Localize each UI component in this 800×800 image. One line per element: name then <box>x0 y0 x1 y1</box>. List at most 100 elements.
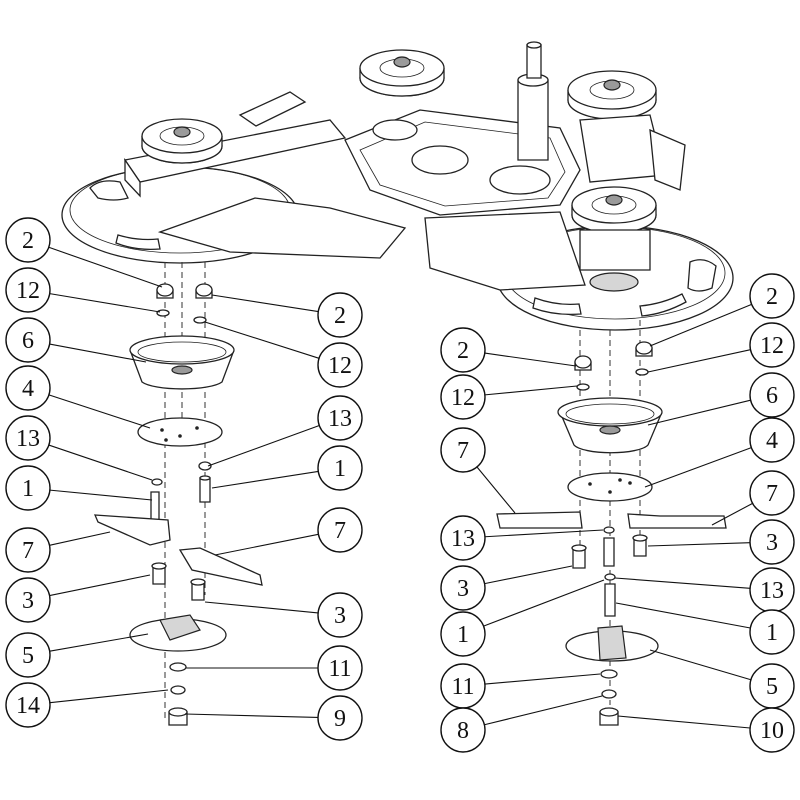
callout-number: 14 <box>16 693 40 719</box>
callout-11: 11 <box>186 645 363 691</box>
left-washer-13a <box>151 478 163 486</box>
left-mounting-plate <box>137 417 223 447</box>
callout-circle <box>317 507 363 553</box>
callout-leader-line <box>204 601 319 614</box>
callout-2: 2 <box>5 217 163 288</box>
right-parts-stack <box>496 341 727 726</box>
callout-number: 13 <box>16 426 40 452</box>
right-washer-11 <box>600 669 618 679</box>
callout-7: 7 <box>5 527 111 573</box>
callout-number: 6 <box>766 383 778 409</box>
callout-4: 4 <box>5 365 151 429</box>
callout-number: 13 <box>760 578 784 604</box>
callout-circle <box>317 592 363 638</box>
callout-number: 4 <box>766 428 778 454</box>
mower-deck-assembly <box>61 41 734 331</box>
callout-circle <box>317 342 363 388</box>
callout-leader-line <box>647 399 751 426</box>
deck-frame-bar <box>123 91 347 198</box>
callout-leader-line <box>48 246 163 288</box>
callout-number: 12 <box>760 333 784 359</box>
callout-leader-line <box>484 385 578 396</box>
callout-circle <box>5 577 51 623</box>
right-pulley <box>571 186 657 292</box>
callout-7: 7 <box>440 427 516 514</box>
right-top-pulley <box>567 70 657 120</box>
right-cap-nut-a <box>635 341 653 357</box>
callout-leader-line <box>49 293 161 313</box>
callout-number: 11 <box>451 674 474 700</box>
callout-2: 2 <box>440 327 577 373</box>
callout-leader-line <box>49 689 169 704</box>
callout-circle <box>749 470 795 516</box>
right-mounting-plate <box>567 472 653 502</box>
callout-number: 7 <box>766 481 778 507</box>
callout-circle <box>5 632 51 678</box>
callout-circle <box>749 417 795 463</box>
callout-circle <box>5 317 51 363</box>
callout-circle <box>5 267 51 313</box>
right-blade-b <box>627 513 727 529</box>
callout-leader-line <box>649 303 752 347</box>
callout-circle <box>5 527 51 573</box>
callout-12: 12 <box>647 322 795 373</box>
callout-circle <box>440 565 486 611</box>
callout-leader-line <box>484 352 577 367</box>
callout-circle <box>317 395 363 441</box>
callout-leader-line <box>214 533 319 556</box>
callout-circle <box>749 707 795 753</box>
left-nut-9 <box>168 707 188 726</box>
right-bolt-1a <box>603 537 615 567</box>
callout-7: 7 <box>711 470 795 526</box>
callout-number: 2 <box>334 303 346 329</box>
callout-12: 12 <box>5 267 161 313</box>
callout-2: 2 <box>649 273 795 347</box>
left-parts-stack <box>93 283 263 726</box>
callout-number: 12 <box>328 353 352 379</box>
callout-number: 5 <box>22 643 34 669</box>
callout-number: 13 <box>451 526 475 552</box>
left-blade-cup <box>129 335 235 390</box>
callout-10: 10 <box>617 707 795 753</box>
callout-number: 3 <box>457 576 469 602</box>
right-bolt-3b <box>632 534 648 557</box>
callout-13: 13 <box>614 567 795 613</box>
callout-12: 12 <box>440 374 578 420</box>
callout-number: 5 <box>766 674 778 700</box>
callout-circle <box>317 645 363 691</box>
callout-8: 8 <box>440 695 603 753</box>
callout-circle <box>749 273 795 319</box>
right-washer-13a <box>603 526 615 534</box>
callout-number: 2 <box>22 228 34 254</box>
left-washer-11 <box>169 662 187 672</box>
callout-number: 1 <box>766 620 778 646</box>
callout-3: 3 <box>647 519 795 565</box>
callout-number: 3 <box>22 588 34 614</box>
callout-3: 3 <box>5 574 151 623</box>
callout-leader-line <box>647 349 751 373</box>
callout-1: 1 <box>211 445 363 491</box>
right-washer-8 <box>601 689 617 699</box>
left-shield-plate <box>157 197 407 259</box>
right-washer-b <box>576 383 590 391</box>
callout-number: 1 <box>22 476 34 502</box>
callout-circle <box>749 322 795 368</box>
right-bolt-1b <box>604 583 616 617</box>
left-bolt-1 <box>199 475 211 503</box>
callout-leader-line <box>484 529 604 538</box>
callout-leader-line <box>484 695 603 726</box>
callout-1: 1 <box>615 602 795 655</box>
callout-9: 9 <box>184 695 363 741</box>
callout-circle <box>5 682 51 728</box>
callout-3: 3 <box>204 592 363 638</box>
callout-leader-line <box>48 444 153 481</box>
callout-leader-line <box>484 565 573 585</box>
right-bolt-3a <box>571 544 587 569</box>
callouts-layer: 2126413173514212131731192127133111821264… <box>5 217 795 753</box>
right-blade-hub <box>565 625 659 662</box>
callout-leader-line <box>49 531 111 546</box>
left-washer-13b <box>198 461 212 471</box>
callout-circle <box>5 465 51 511</box>
left-washer-a <box>156 309 170 317</box>
